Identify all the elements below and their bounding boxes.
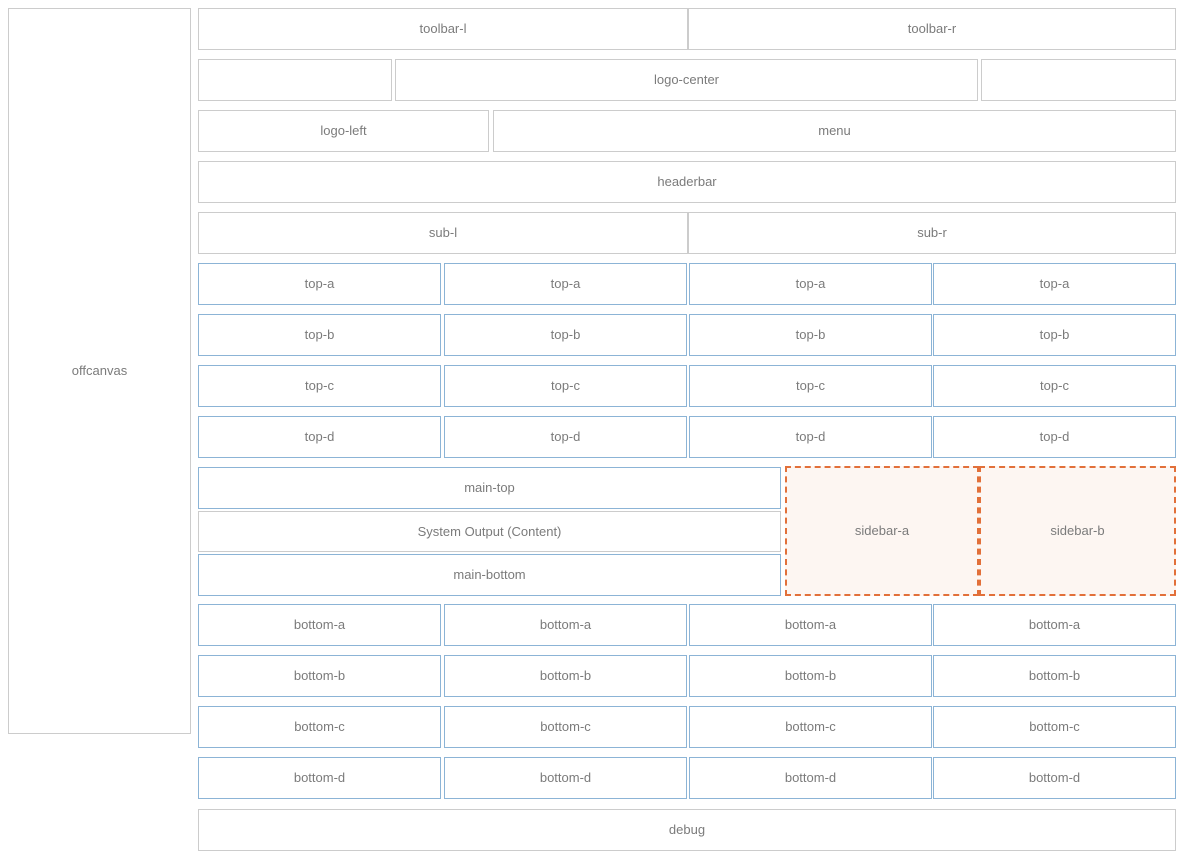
region-label: System Output (Content)	[417, 523, 562, 539]
region-label: top-d	[1039, 429, 1070, 445]
region-label: main-top	[464, 480, 515, 496]
region-label: top-c	[796, 378, 825, 394]
region-debug[interactable]: debug	[198, 809, 1176, 851]
region-logo-left[interactable]: logo-left	[198, 110, 489, 152]
region-label: bottom-a	[784, 617, 837, 633]
region-label: debug	[668, 822, 706, 838]
region-top-c[interactable]: top-c	[689, 365, 932, 407]
region-top-b[interactable]: top-b	[198, 314, 441, 356]
region-label: main-bottom	[453, 567, 526, 583]
region-label: bottom-d	[293, 770, 346, 786]
region-label: top-d	[550, 429, 581, 445]
region-label: bottom-b	[784, 668, 837, 684]
region-top-b[interactable]: top-b	[933, 314, 1176, 356]
region-top-a[interactable]: top-a	[689, 263, 932, 305]
region-sidebar-a[interactable]: sidebar-a	[785, 466, 979, 596]
region-sub-r[interactable]: sub-r	[688, 212, 1176, 254]
region-label: sidebar-a	[854, 523, 910, 539]
region-label: top-d	[795, 429, 826, 445]
region-label: bottom-c	[785, 719, 836, 735]
region-label: top-c	[305, 378, 334, 394]
region-sidebar-b[interactable]: sidebar-b	[979, 466, 1176, 596]
region-label: top-a	[795, 276, 826, 292]
region-bottom-a[interactable]: bottom-a	[689, 604, 932, 646]
region-label: bottom-c	[1029, 719, 1080, 735]
region-toolbar-l[interactable]: toolbar-l	[198, 8, 688, 50]
region-label: top-b	[795, 327, 826, 343]
region-bottom-c[interactable]: bottom-c	[689, 706, 932, 748]
region-bottom-d[interactable]: bottom-d	[444, 757, 687, 799]
region-label: bottom-a	[293, 617, 346, 633]
region-main-top[interactable]: main-top	[198, 467, 781, 509]
region-label: sub-l	[428, 225, 458, 241]
region-label: toolbar-r	[907, 21, 957, 37]
region-label: bottom-b	[1028, 668, 1081, 684]
region-label: top-a	[1039, 276, 1070, 292]
region-label: bottom-c	[294, 719, 345, 735]
region-bottom-d[interactable]: bottom-d	[198, 757, 441, 799]
region-bottom-c[interactable]: bottom-c	[933, 706, 1176, 748]
region-menu[interactable]: menu	[493, 110, 1176, 152]
region-label: bottom-d	[1028, 770, 1081, 786]
region-top-d[interactable]: top-d	[933, 416, 1176, 458]
offcanvas-panel[interactable]: offcanvas	[8, 8, 191, 734]
region-label: bottom-a	[539, 617, 592, 633]
region-label: top-c	[1040, 378, 1069, 394]
region-top-b[interactable]: top-b	[689, 314, 932, 356]
region-top-d[interactable]: top-d	[444, 416, 687, 458]
region-label: headerbar	[657, 174, 717, 190]
region-label: bottom-b	[539, 668, 592, 684]
region-bottom-d[interactable]: bottom-d	[689, 757, 932, 799]
region-bottom-a[interactable]: bottom-a	[933, 604, 1176, 646]
region-label: logo-center	[653, 72, 720, 88]
region-bottom-a[interactable]: bottom-a	[198, 604, 441, 646]
region-label: offcanvas	[71, 363, 128, 379]
region-bottom-a[interactable]: bottom-a	[444, 604, 687, 646]
region-bottom-b[interactable]: bottom-b	[198, 655, 441, 697]
region-label: logo-left	[320, 123, 367, 139]
region-headerbar[interactable]: headerbar	[198, 161, 1176, 203]
region-label: top-c	[551, 378, 580, 394]
region-bottom-c[interactable]: bottom-c	[444, 706, 687, 748]
region-bottom-b[interactable]: bottom-b	[933, 655, 1176, 697]
region-label: bottom-d	[539, 770, 592, 786]
region-label: top-a	[550, 276, 581, 292]
region-system-output-content[interactable]: System Output (Content)	[198, 511, 781, 552]
region-top-c[interactable]: top-c	[198, 365, 441, 407]
region-label: top-b	[1039, 327, 1070, 343]
region-logo-center[interactable]: logo-center	[395, 59, 978, 101]
region-bottom-b[interactable]: bottom-b	[444, 655, 687, 697]
region-label: toolbar-l	[419, 21, 467, 37]
region-top-b[interactable]: top-b	[444, 314, 687, 356]
region-top-d[interactable]: top-d	[198, 416, 441, 458]
region-top-a[interactable]: top-a	[198, 263, 441, 305]
region-label: top-b	[550, 327, 581, 343]
region-label: bottom-a	[1028, 617, 1081, 633]
region-label: sub-r	[917, 225, 947, 241]
region-label: bottom-b	[293, 668, 346, 684]
region-label: top-d	[304, 429, 335, 445]
region-top-d[interactable]: top-d	[689, 416, 932, 458]
region-label: top-b	[304, 327, 335, 343]
region-label: sidebar-b	[1050, 523, 1105, 539]
region-label: bottom-c	[540, 719, 591, 735]
region-main-bottom[interactable]: main-bottom	[198, 554, 781, 596]
region-logo-center-row-empty-2[interactable]	[981, 59, 1176, 101]
region-label: menu	[818, 123, 851, 139]
region-label: top-a	[304, 276, 335, 292]
region-logo-center-row-empty-0[interactable]	[198, 59, 392, 101]
region-label: bottom-d	[784, 770, 837, 786]
region-toolbar-r[interactable]: toolbar-r	[688, 8, 1176, 50]
region-top-c[interactable]: top-c	[933, 365, 1176, 407]
region-top-a[interactable]: top-a	[444, 263, 687, 305]
region-bottom-c[interactable]: bottom-c	[198, 706, 441, 748]
region-bottom-b[interactable]: bottom-b	[689, 655, 932, 697]
region-sub-l[interactable]: sub-l	[198, 212, 688, 254]
region-top-c[interactable]: top-c	[444, 365, 687, 407]
region-top-a[interactable]: top-a	[933, 263, 1176, 305]
region-bottom-d[interactable]: bottom-d	[933, 757, 1176, 799]
